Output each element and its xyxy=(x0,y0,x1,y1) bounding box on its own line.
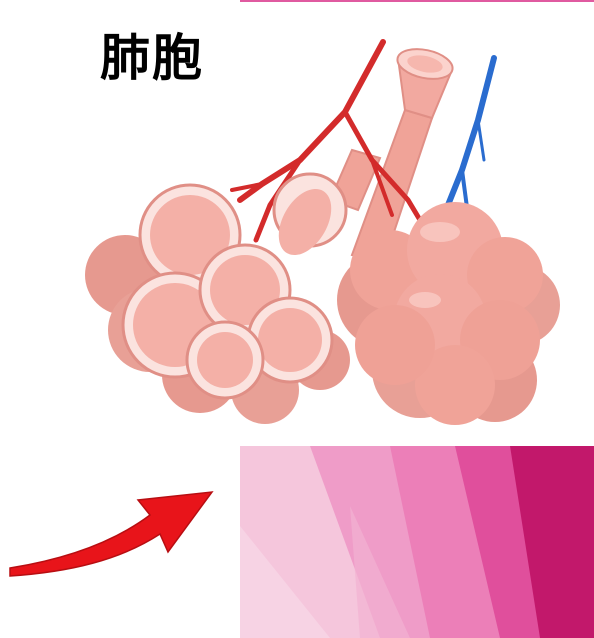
alveoli-illustration xyxy=(0,0,594,446)
vein-vessel xyxy=(446,58,494,215)
pink-decorative-panel xyxy=(240,446,594,638)
slide-title: 肺胞 xyxy=(100,28,204,88)
alveoli-left-cluster xyxy=(85,174,350,424)
alveoli-right-cluster xyxy=(337,202,560,425)
red-arrow-icon xyxy=(0,460,240,580)
